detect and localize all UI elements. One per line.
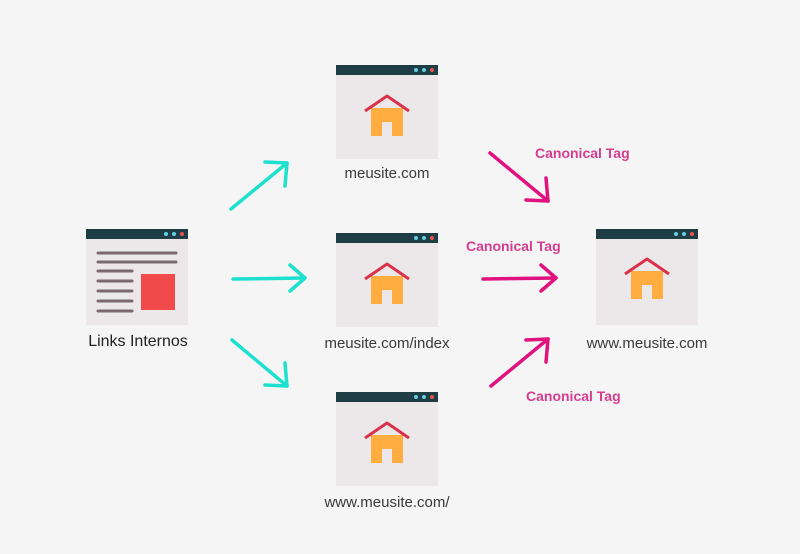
- window-titlebar: [336, 233, 438, 243]
- window-dot: [430, 68, 434, 72]
- window-dot: [430, 236, 434, 240]
- window-dot: [414, 236, 418, 240]
- canonical-arrow-middle: [481, 263, 558, 293]
- link-arrow-top: [229, 160, 289, 211]
- house-icon: [364, 421, 410, 463]
- source-document-window: [86, 229, 188, 325]
- link-arrow-bottom: [230, 338, 289, 388]
- page-label-root: meusite.com: [344, 165, 430, 182]
- page-window-root: [336, 65, 438, 159]
- window-dot: [414, 395, 418, 399]
- window-titlebar: [596, 229, 698, 239]
- window-titlebar: [86, 229, 188, 239]
- window-dot: [422, 68, 426, 72]
- window-dot: [430, 395, 434, 399]
- page-window-www-slash: [336, 392, 438, 486]
- canonical-tag-label-middle: Canonical Tag: [466, 238, 561, 254]
- source-label: Links Internos: [88, 333, 188, 350]
- window-titlebar: [336, 65, 438, 75]
- window-dot: [414, 68, 418, 72]
- canonical-arrow-top: [488, 151, 550, 203]
- window-dot: [422, 236, 426, 240]
- window-dot: [180, 232, 184, 236]
- link-arrow-middle: [231, 263, 307, 293]
- page-label-www-slash: www.meusite.com/: [324, 494, 450, 511]
- canonical-arrow-bottom: [489, 337, 550, 388]
- page-label-index: meusite.com/index: [324, 335, 450, 352]
- window-titlebar: [336, 392, 438, 402]
- canonical-tag-label-top: Canonical Tag: [535, 145, 630, 161]
- document-content-icon: [96, 251, 178, 313]
- window-dot: [682, 232, 686, 236]
- house-icon: [364, 94, 410, 136]
- page-window-index: [336, 233, 438, 327]
- canonical-tag-label-bottom: Canonical Tag: [526, 388, 621, 404]
- window-dot: [690, 232, 694, 236]
- house-icon: [364, 262, 410, 304]
- house-icon: [624, 257, 670, 299]
- window-dot: [674, 232, 678, 236]
- window-dot: [422, 395, 426, 399]
- canonical-page-window: [596, 229, 698, 325]
- window-dot: [172, 232, 176, 236]
- canonical-page-label: www.meusite.com: [586, 335, 708, 352]
- window-dot: [164, 232, 168, 236]
